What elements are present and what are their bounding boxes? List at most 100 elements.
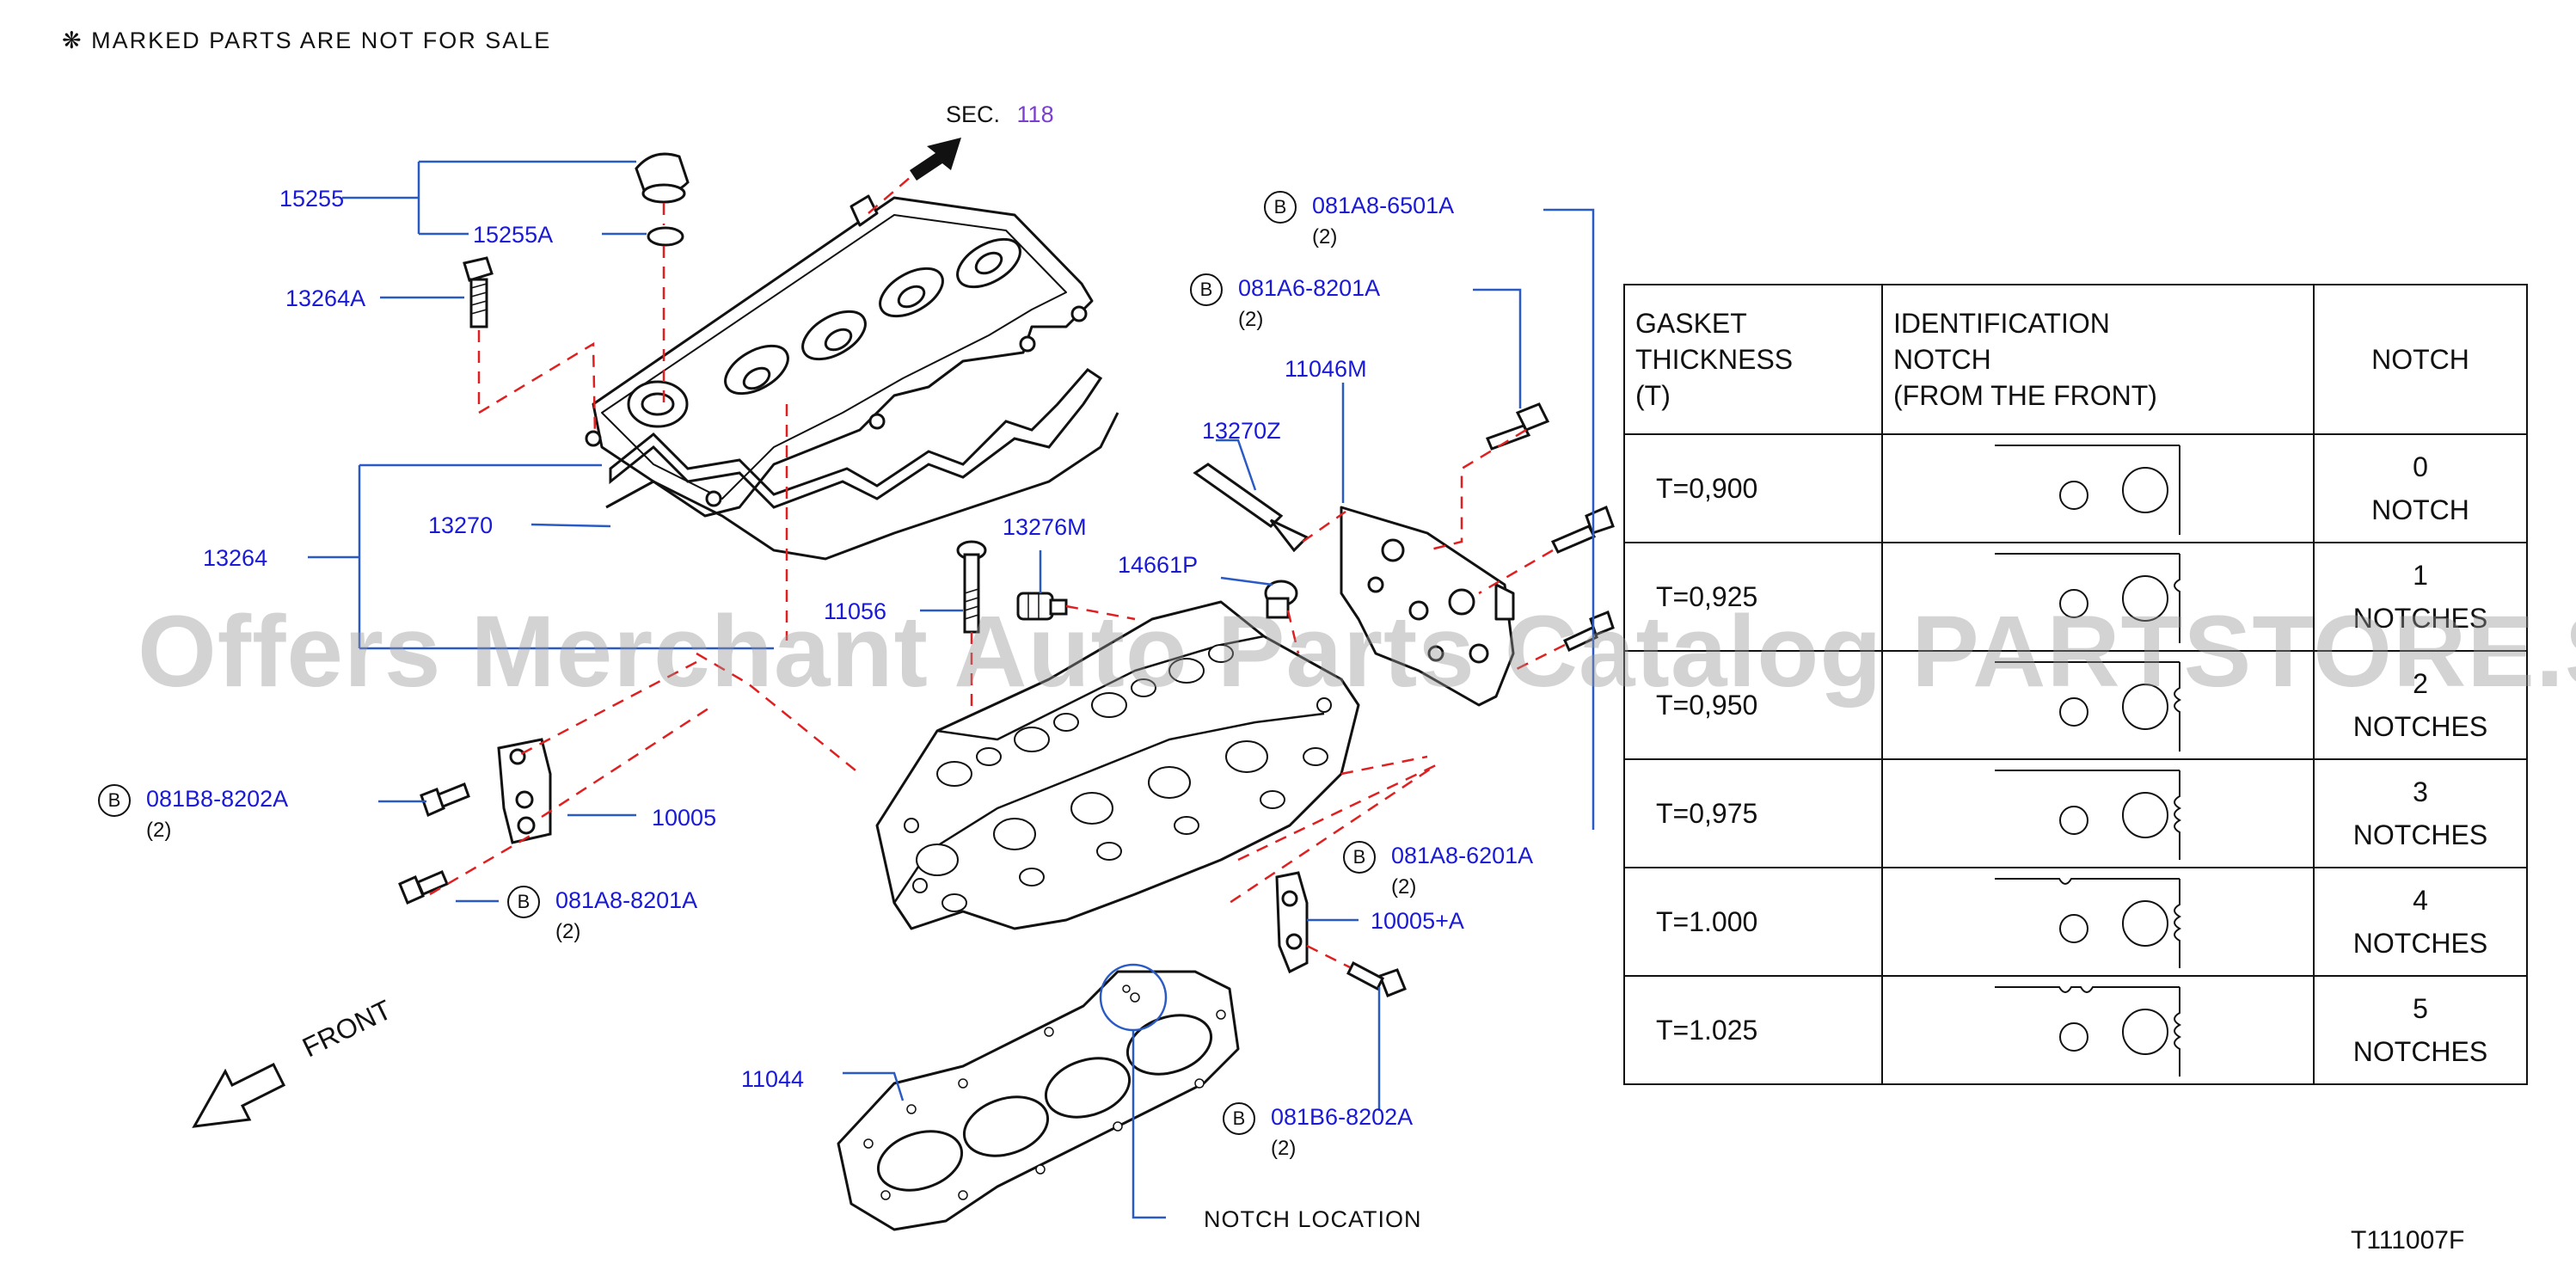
rocker-cover: [585, 194, 1094, 518]
thickness-cell: T=0,900: [1623, 433, 1883, 543]
notch-drawing: [1995, 445, 2180, 535]
sensor-13276M: [1016, 592, 1068, 621]
part-label-10005[interactable]: 10005: [652, 805, 717, 831]
bolt-081A6-8201A: [1486, 402, 1550, 451]
diagram-code: T111007F: [2351, 1226, 2465, 1255]
section-arrow-icon: [910, 138, 961, 181]
qty-081A8-6201A: (2): [1391, 875, 1417, 899]
bolt-081B6-8202A: [1346, 960, 1407, 997]
notch-word: NOTCHES: [2352, 928, 2488, 959]
qty-081A6-8201A: (2): [1238, 308, 1264, 331]
part-label-13264[interactable]: 13264: [203, 545, 268, 571]
bolt-badge-icon: B: [1343, 841, 1376, 874]
front-cover-11046M: [1340, 506, 1515, 707]
header-line: IDENTIFICATION: [1893, 308, 2110, 339]
bolt-badge-icon: B: [507, 886, 540, 918]
part-label-081A8-6501A[interactable]: 081A8-6501A: [1312, 193, 1455, 218]
cylinder-head: [875, 600, 1360, 930]
bolt-13264A: [463, 256, 494, 328]
part-label-11046M[interactable]: 11046M: [1285, 356, 1367, 382]
qty-081A8-6501A: (2): [1312, 225, 1338, 248]
section-prefix: SEC.: [946, 101, 1001, 127]
table-header-row: GASKET THICKNESS (T) IDENTIFICATION NOTC…: [1623, 284, 2528, 435]
notch-word: NOTCHES: [2352, 1036, 2488, 1067]
bolt-badge-icon: B: [1190, 273, 1223, 306]
gasket-thickness-table: GASKET THICKNESS (T) IDENTIFICATION NOTC…: [1623, 284, 2528, 1085]
section-number-link[interactable]: 118: [1016, 101, 1054, 127]
part-label-081A6-8201A[interactable]: 081A6-8201A: [1238, 275, 1381, 301]
part-label-081A8-6201A[interactable]: 081A8-6201A: [1391, 843, 1534, 868]
part-label-13264A[interactable]: 13264A: [285, 285, 366, 311]
notch-count: 2: [2413, 668, 2428, 699]
notch-count: 1: [2413, 560, 2428, 591]
notch-illustration-cell: [1881, 650, 2315, 760]
notch-illustration-cell: [1881, 433, 2315, 543]
bolt-badge-icon: B: [1264, 191, 1297, 224]
oil-filler-cap: [635, 152, 690, 247]
thickness-cell: T=0,925: [1623, 542, 1883, 652]
notch-count: 4: [2413, 885, 2428, 916]
part-label-11056[interactable]: 11056: [824, 598, 887, 624]
bolt-081A8-6501A: [1550, 505, 1615, 554]
part-label-15255A[interactable]: 15255A: [473, 222, 554, 248]
part-label-13270Z[interactable]: 13270Z: [1202, 418, 1281, 444]
part-label-13270[interactable]: 13270: [428, 512, 494, 538]
watermark: Offers Merchant Auto Parts Catalog PARTS…: [138, 595, 2576, 709]
part-label-14661P[interactable]: 14661P: [1118, 552, 1199, 578]
header-line: (FROM THE FRONT): [1893, 380, 2157, 411]
thickness-cell: T=0,975: [1623, 758, 1883, 868]
sealant-tube-13270Z: [1193, 463, 1309, 553]
part-label-10005A[interactable]: 10005+A: [1371, 908, 1464, 934]
assembly-dashed-lines: [429, 175, 1566, 969]
notch-drawing: [1995, 986, 2181, 1077]
part-label-13276M[interactable]: 13276M: [1003, 514, 1087, 540]
header-line: (T): [1635, 380, 1671, 411]
header-identification-notch: IDENTIFICATION NOTCH (FROM THE FRONT): [1881, 284, 2315, 435]
qty-081A8-8201A: (2): [555, 920, 581, 943]
head-gasket-11044: [837, 963, 1240, 1231]
thickness-cell: T=1.025: [1623, 975, 1883, 1085]
cover-gasket: [609, 368, 1103, 509]
header-line: THICKNESS: [1635, 344, 1794, 375]
bolt-081B8-8202A: [420, 782, 470, 818]
notch-illustration-cell: [1881, 867, 2315, 977]
header-gasket-thickness: GASKET THICKNESS (T): [1623, 284, 1883, 435]
plug-14661P: [1264, 580, 1298, 619]
notch-drawing: [1995, 878, 2181, 968]
bolt-badge-icon: B: [1223, 1102, 1255, 1135]
notch-count: 0: [2413, 451, 2428, 482]
bracket-10005A: [1275, 871, 1309, 974]
header-line: NOTCH: [1893, 344, 1991, 375]
asterisk-marker-icon: ❋: [62, 28, 83, 53]
part-label-081B8-8202A[interactable]: 081B8-8202A: [146, 786, 289, 812]
notch-drawing: [1995, 661, 2181, 751]
notch-word: NOTCHES: [2352, 711, 2488, 742]
notch-word: NOTCHES: [2352, 603, 2488, 634]
not-for-sale-text: MARKED PARTS ARE NOT FOR SALE: [91, 28, 552, 53]
bracket-10005: [497, 738, 552, 844]
part-label-15255[interactable]: 15255: [279, 186, 345, 212]
leader-lines: [308, 160, 1595, 1219]
thickness-cell: T=0,950: [1623, 650, 1883, 760]
header-notch: NOTCH: [2313, 284, 2528, 435]
part-label-081A8-8201A[interactable]: 081A8-8201A: [555, 887, 698, 913]
header-line: GASKET: [1635, 308, 1747, 339]
part-label-11044[interactable]: 11044: [741, 1066, 805, 1092]
section-ref: SEC. 118: [946, 101, 1054, 128]
notch-illustration-cell: [1881, 758, 2315, 868]
notch-count: 5: [2413, 993, 2428, 1024]
notch-illustration-cell: [1881, 542, 2315, 652]
part-label-081B6-8202A[interactable]: 081B6-8202A: [1271, 1104, 1414, 1130]
thickness-cell: T=1.000: [1623, 867, 1883, 977]
